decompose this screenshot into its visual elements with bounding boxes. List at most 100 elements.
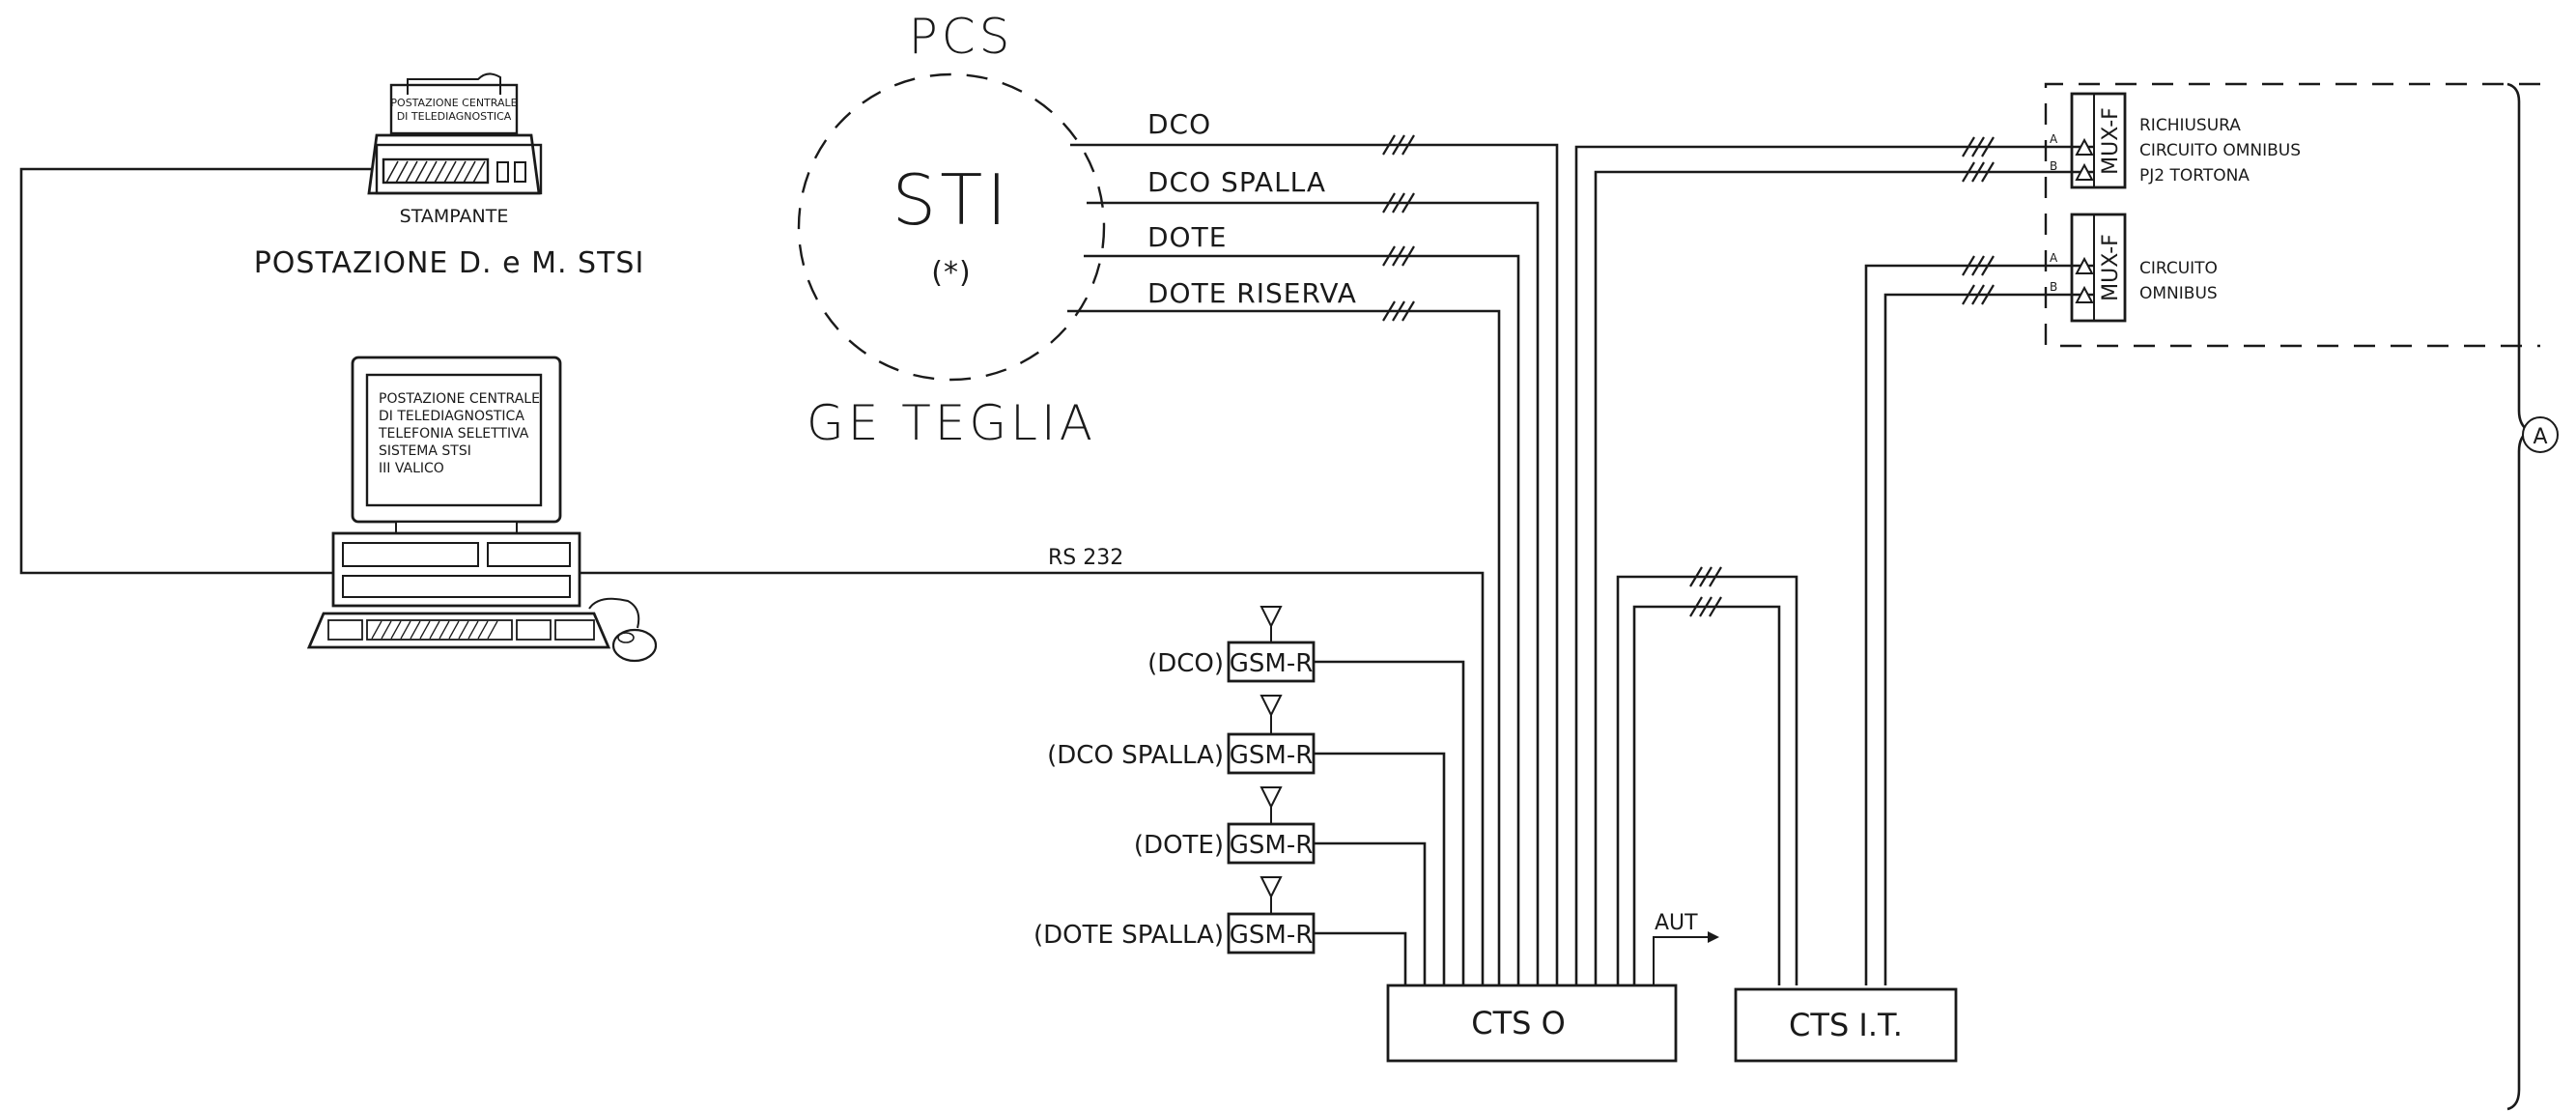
mux-region-border (2044, 82, 2540, 348)
pcs-sti-node: PCS STI (*) GE TEGLIA (797, 9, 1106, 451)
aut-output: AUT (1653, 911, 1719, 985)
station-label: POSTAZIONE D. e M. STSI (254, 246, 645, 280)
dco-line (1070, 143, 1559, 985)
monitor-screen-text: POSTAZIONE CENTRALE DI TELEDIAGNOSTICA T… (378, 391, 540, 476)
gsm-channel-label: (DCO SPALLA) (1047, 741, 1224, 770)
screen-line-3: TELEFONIA SELETTIVA (378, 426, 529, 442)
cts-it-box (1734, 987, 1958, 1063)
printer-label: STAMPANTE (400, 206, 509, 227)
cts-link-outer (1616, 575, 1798, 985)
antenna-icon (1260, 876, 1283, 899)
rs232-label: RS 232 (1048, 546, 1123, 570)
cts-interlink (1616, 566, 1798, 985)
printer-paper-curl (407, 72, 501, 95)
mouse-icon (611, 628, 658, 663)
cts-it-label: CTS I.T. (1789, 1007, 1903, 1043)
monitor-stand (395, 521, 518, 534)
mux-f-1: A B MUX-F RICHIUSURA CIRCUITO OMNIBUS PJ… (2050, 92, 2301, 189)
mux1-b-line (1594, 170, 2050, 985)
marker-label: A (2533, 425, 2547, 449)
printer-paper-line2: DI TELEDIAGNOSTICA (397, 110, 512, 123)
mux-f-2: A B MUX-F CIRCUITO OMNIBUS (2050, 213, 2218, 323)
dote-riserva-line-label: DOTE RISERVA (1147, 277, 1357, 309)
dco-line-label: DCO (1147, 108, 1211, 140)
aut-arrow-icon (1708, 931, 1719, 943)
gsm-units: GSM-R (DCO) GSM-R (DCO SPALLA) GSM-R (DO… (1033, 606, 1465, 985)
printer-button-1 (496, 161, 509, 183)
mouse-cable (588, 597, 640, 629)
mux-name: MUX-F (2099, 107, 2123, 175)
sti-links: DCO DCO SPALLA DOTE DOTE RISERVA (1067, 108, 1559, 985)
rs232-link: RS 232 (19, 167, 1485, 985)
mux2-b-line (1883, 293, 2050, 985)
workstation: POSTAZIONE CENTRALE DI TELEDIAGNOSTICA T… (306, 356, 658, 663)
mux-port-b: B (2050, 159, 2057, 173)
screen-line-4: SISTEMA STSI (379, 443, 471, 459)
gsm-line (1314, 660, 1465, 985)
gsm-line (1314, 752, 1446, 985)
gsm-unit-dote: GSM-R (DOTE) (1134, 786, 1427, 985)
antenna-icon (1260, 786, 1283, 810)
gsm-box-label: GSM-R (1230, 921, 1314, 950)
gsm-channel-label: (DOTE SPALLA) (1033, 921, 1224, 950)
marker-circle-icon (2522, 416, 2559, 453)
cts-link-hatch-icon (1689, 566, 1722, 617)
cts-o-label: CTS O (1471, 1005, 1566, 1041)
screen-line-1: POSTAZIONE CENTRALE (379, 391, 540, 407)
gsm-box-label: GSM-R (1230, 649, 1314, 678)
printer-button-2 (514, 161, 526, 183)
printer-paper-line1: POSTAZIONE CENTRALE (390, 97, 517, 109)
screen-line-2: DI TELEDIAGNOSTICA (379, 409, 524, 424)
cts-o-box (1386, 984, 1678, 1063)
cts-it-node: CTS I.T. (1734, 987, 1958, 1063)
mux-port-b: B (2050, 280, 2057, 294)
gsm-unit-dco: GSM-R (DCO) (1147, 606, 1465, 985)
dote-hatch-icon (1382, 245, 1415, 267)
bracket-line (2506, 82, 2532, 1111)
mux-port-a: A (2050, 251, 2058, 265)
sti-note: (*) (931, 256, 971, 290)
gsm-box (1227, 822, 1316, 865)
right-bracket: A (2506, 82, 2559, 1111)
gsm-line (1314, 841, 1427, 985)
cts-o-node: CTS O (1386, 984, 1678, 1063)
gsm-line (1314, 931, 1407, 985)
mux-port-a: A (2050, 132, 2058, 146)
dco-spalla-hatch-icon (1382, 192, 1415, 214)
dco-spalla-line-label: DCO SPALLA (1147, 166, 1326, 198)
port-a-triangle-icon (2075, 256, 2094, 274)
printer-slot (382, 157, 490, 185)
dote-riserva-hatch-icon (1382, 300, 1415, 322)
gsm-box-label: GSM-R (1230, 741, 1314, 770)
gsm-box (1227, 912, 1316, 955)
antenna-icon (1260, 695, 1283, 718)
mux1-a-line (1574, 145, 2050, 985)
pcs-label: PCS (909, 9, 1014, 65)
gsm-channel-label: (DCO) (1147, 649, 1224, 678)
printer: POSTAZIONE CENTRALE DI TELEDIAGNOSTICA S… (254, 72, 645, 280)
sti-label: STI (892, 159, 1011, 241)
port-a-triangle-icon (2075, 137, 2094, 156)
dote-line (1084, 254, 1520, 985)
ge-teglia-label: GE TEGLIA (807, 395, 1096, 451)
rs232-line (19, 167, 1485, 985)
sti-dashed-circle (797, 72, 1106, 382)
screen-line-5: III VALICO (379, 461, 444, 476)
dote-riserva-line (1067, 309, 1501, 985)
mux2-b-hatch-icon (1962, 284, 1995, 305)
mux-desc-line-3: PJ2 TORTONA (2139, 166, 2250, 185)
mux2-a-line (1864, 264, 2050, 985)
gsm-channel-label: (DOTE) (1134, 831, 1224, 860)
dco-spalla-line (1087, 201, 1540, 985)
monitor-screen (365, 373, 543, 507)
dco-hatch-icon (1382, 134, 1415, 156)
antenna-icon (1260, 606, 1283, 629)
mux-desc-line-2: OMNIBUS (2139, 284, 2218, 303)
printer-paper (389, 83, 519, 135)
mux-name: MUX-F (2099, 234, 2123, 301)
port-b-triangle-icon (2075, 285, 2094, 303)
aut-label: AUT (1655, 911, 1698, 935)
gsm-unit-dco-spalla: GSM-R (DCO SPALLA) (1047, 695, 1446, 985)
